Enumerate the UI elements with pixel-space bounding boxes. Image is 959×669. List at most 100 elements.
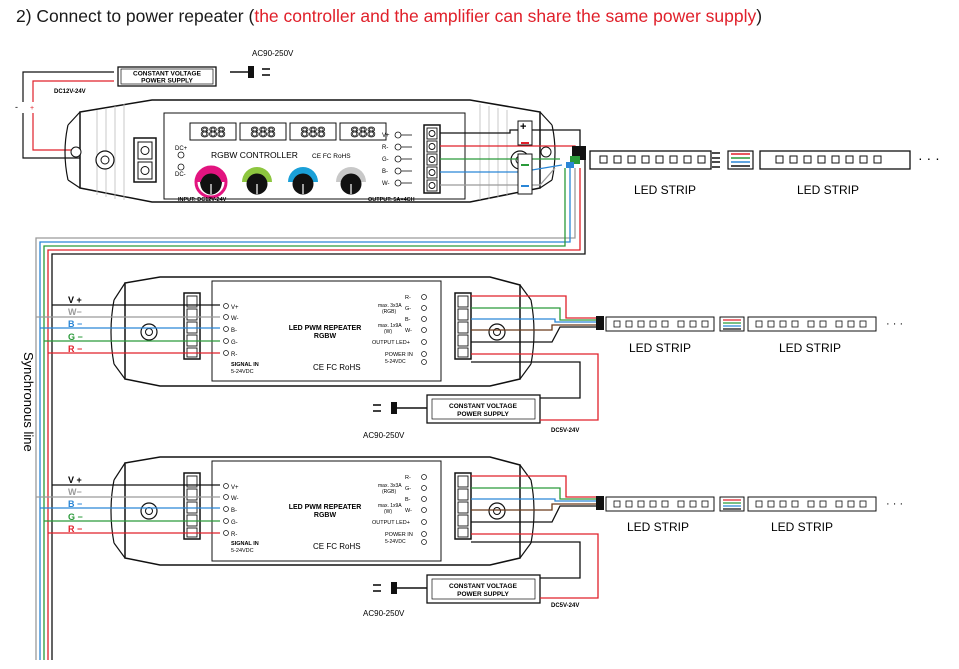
bottom-strip-dots: · · · bbox=[886, 498, 903, 510]
mid-strip-label-1: LED STRIP bbox=[629, 341, 691, 355]
rep2-out-w: W- bbox=[405, 508, 412, 514]
rep1-signal-2: 5-24VDC bbox=[231, 369, 254, 375]
rep2-max2-2: (W) bbox=[384, 509, 392, 515]
display-digits-1: 888 bbox=[200, 124, 225, 141]
rep2-max1-2: (RGB) bbox=[382, 489, 397, 495]
rep1-max2-2: (W) bbox=[384, 329, 392, 335]
rep1-max1-1: max. 3x3A bbox=[378, 303, 402, 309]
rep2-out-r: R- bbox=[405, 475, 411, 481]
rep2-output-led: OUTPUT LED+ bbox=[372, 520, 410, 526]
rgbw-controller: 888 888 888 888 DC+ DC- RGBW CONTROLLER … bbox=[64, 99, 556, 203]
repeater-2: V+ W- B- G- R- SIGNAL IN 5-24VDC LED PWM… bbox=[110, 456, 535, 566]
rep2-cert: CE FC RoHS bbox=[313, 542, 361, 551]
top-psu-plus: + bbox=[30, 105, 34, 112]
rep1-side-r: R − bbox=[68, 344, 82, 354]
controller-out-v: V+ bbox=[382, 133, 390, 139]
rep2-dc-label: DC5V-24V bbox=[551, 603, 579, 609]
controller-cert: CE FC RoHS bbox=[312, 153, 351, 160]
controller-terminal-plus: + bbox=[520, 121, 526, 133]
controller-output-wires bbox=[440, 120, 581, 195]
rep2-max2-1: max. 1x9A bbox=[378, 503, 402, 509]
rep2-side-g: G − bbox=[68, 512, 83, 522]
rep1-name-2: RGBW bbox=[314, 333, 337, 340]
controller-output-label: OUTPUT: 5A×4CH bbox=[368, 197, 415, 203]
rep2-side-r: R − bbox=[68, 524, 82, 534]
controller-output-labels: V+ R- G- B- W- bbox=[382, 133, 390, 187]
display-digits-4: 888 bbox=[350, 124, 375, 141]
rep2-in-r: R- bbox=[231, 532, 237, 538]
controller-out-g: G- bbox=[382, 157, 389, 163]
rep1-ac-plug-icon bbox=[373, 402, 427, 414]
rep2-out-b: B- bbox=[405, 497, 411, 503]
controller-name: RGBW CONTROLLER bbox=[211, 150, 298, 160]
bottom-strip-label-1: LED STRIP bbox=[627, 520, 689, 534]
rep2-side-v: V + bbox=[68, 475, 82, 485]
rep2-input-wires bbox=[36, 484, 220, 534]
title-highlight: the controller and the amplifier can sha… bbox=[254, 6, 757, 26]
rep1-input-wires bbox=[36, 304, 220, 354]
top-strip-label-1: LED STRIP bbox=[634, 183, 696, 197]
rep2-side-w: W− bbox=[68, 487, 82, 497]
controller-dc-minus: DC- bbox=[175, 172, 186, 178]
rep1-dc-label: DC5V-24V bbox=[551, 428, 579, 434]
rep1-out-g: G- bbox=[405, 306, 411, 312]
rep2-signal-2: 5-24VDC bbox=[231, 548, 254, 554]
rep2-output-wires bbox=[471, 475, 600, 599]
top-psu-box bbox=[117, 66, 217, 87]
mid-led-strip: · · · LED STRIP LED STRIP bbox=[596, 316, 903, 355]
rep1-side-g: G − bbox=[68, 332, 83, 342]
controller-knobs bbox=[194, 165, 366, 199]
diagram-title: 2) Connect to power repeater (the contro… bbox=[16, 6, 762, 27]
controller-dc-plus: DC+ bbox=[175, 146, 188, 152]
rep1-power-in-2: 5-24VDC bbox=[385, 359, 406, 365]
rep1-in-b: B- bbox=[231, 328, 237, 334]
rep2-in-v: V+ bbox=[231, 485, 239, 491]
top-strip-dots: · · · bbox=[918, 150, 940, 166]
bottom-strip-label-2: LED STRIP bbox=[771, 520, 833, 534]
mid-strip-dots: · · · bbox=[886, 318, 903, 330]
rep1-output-wires bbox=[471, 295, 600, 421]
top-led-strip: · · · LED STRIP LED STRIP bbox=[566, 146, 940, 197]
rep1-psu-label-1: CONSTANT VOLTAGE bbox=[449, 403, 518, 410]
rep2-power-in-1: POWER IN bbox=[385, 532, 413, 538]
rep1-out-w: W- bbox=[405, 328, 412, 334]
rep2-max1-1: max. 3x3A bbox=[378, 483, 402, 489]
controller-out-w: W- bbox=[382, 181, 390, 187]
rep1-output-led: OUTPUT LED+ bbox=[372, 340, 410, 346]
top-psu-minus: - bbox=[15, 102, 18, 112]
rep2-in-w: W- bbox=[231, 496, 239, 502]
rep2-signal-1: SIGNAL IN bbox=[231, 541, 259, 547]
rep1-ac-label: AC90-250V bbox=[363, 431, 405, 440]
rep1-cert: CE FC RoHS bbox=[313, 363, 361, 372]
top-strip-label-2: LED STRIP bbox=[797, 183, 859, 197]
synchronous-bus bbox=[35, 160, 586, 660]
rep2-side-b: B − bbox=[68, 499, 82, 509]
rep2-ac-plug-icon bbox=[373, 582, 427, 594]
top-dc-label: DC12V-24V bbox=[54, 89, 86, 95]
controller-input-terminal bbox=[133, 137, 157, 183]
rep1-in-w: W- bbox=[231, 316, 239, 322]
rep1-out-b: B- bbox=[405, 317, 411, 323]
rep1-name-1: LED PWM REPEATER bbox=[289, 325, 362, 332]
rep2-power-supply: CONSTANT VOLTAGE POWER SUPPLY DC5V-24V A… bbox=[363, 574, 579, 618]
top-psu-label-1: CONSTANT VOLTAGE bbox=[133, 71, 202, 78]
rep2-power-in-2: 5-24VDC bbox=[385, 539, 406, 545]
rep1-side-v: V + bbox=[68, 295, 82, 305]
rep2-name-2: RGBW bbox=[314, 512, 337, 519]
bottom-led-strip: · · · LED STRIP LED STRIP bbox=[596, 496, 903, 534]
controller-out-r: R- bbox=[382, 145, 388, 151]
rep2-psu-label-2: POWER SUPPLY bbox=[457, 591, 509, 598]
rep1-max1-2: (RGB) bbox=[382, 309, 397, 315]
rep2-in-g: G- bbox=[231, 520, 238, 526]
title-suffix: ) bbox=[756, 6, 763, 26]
rep2-ac-label: AC90-250V bbox=[363, 609, 405, 618]
controller-display: 888 888 888 888 bbox=[189, 122, 387, 141]
rep1-in-g: G- bbox=[231, 340, 238, 346]
rep1-side-b: B − bbox=[68, 319, 82, 329]
controller-input-label: INPUT: DC12V-24V bbox=[178, 197, 227, 203]
rep1-psu-label-2: POWER SUPPLY bbox=[457, 411, 509, 418]
display-digits-3: 888 bbox=[300, 124, 325, 141]
top-ac-plug-icon bbox=[230, 66, 270, 78]
synchronous-line-label: Synchronous line bbox=[21, 352, 36, 452]
rep1-power-in-1: POWER IN bbox=[385, 352, 413, 358]
